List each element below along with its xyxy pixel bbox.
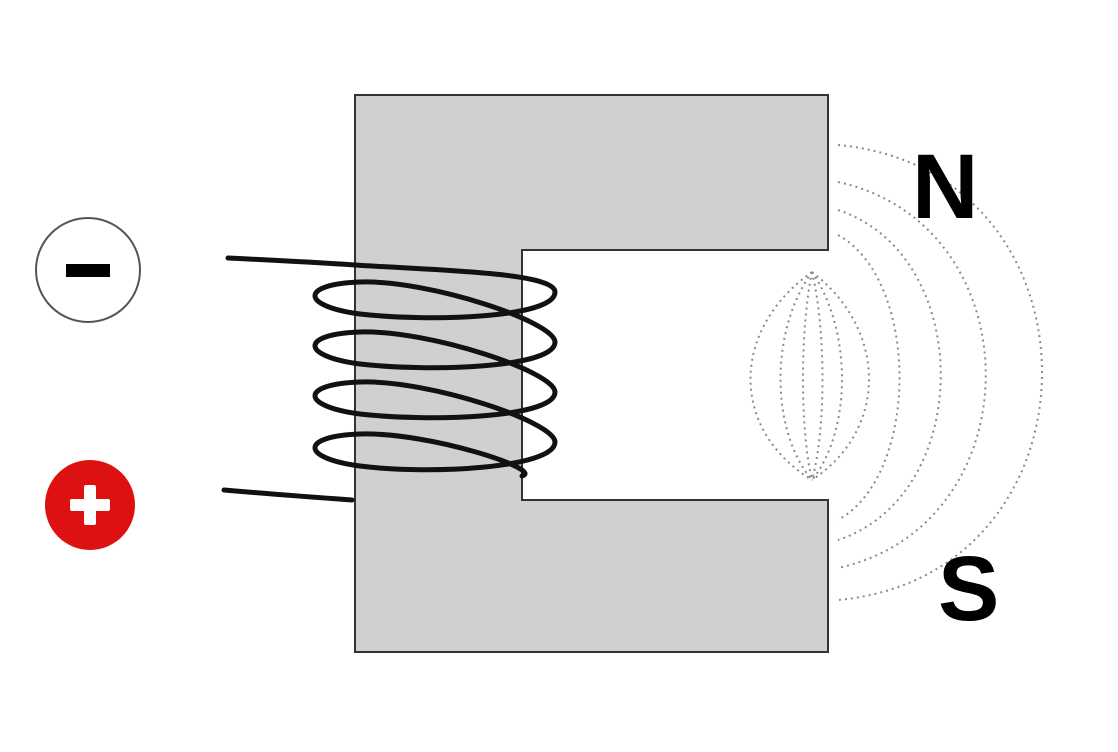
iron-core (354, 94, 829, 653)
positive-lead-wire (221, 487, 355, 503)
north-pole-label: N (912, 136, 978, 238)
outer-field-line (837, 144, 1043, 601)
outer-field-line (837, 181, 987, 569)
minus-sign-icon (66, 264, 110, 277)
positive-terminal (45, 460, 135, 550)
gap-field-line (802, 271, 813, 481)
gap-field-line (811, 271, 824, 481)
south-pole-label: S (938, 538, 999, 640)
gap-field-line (749, 271, 813, 481)
plus-sign-icon-vertical (84, 485, 96, 525)
gap-field-line (811, 271, 843, 481)
gap-field-line (811, 271, 870, 481)
negative-lead-wire (225, 255, 358, 268)
magnetic-field-lines (749, 144, 1043, 601)
wire-coil (221, 255, 558, 503)
outer-field-line (837, 234, 901, 521)
coil-turns (312, 262, 558, 479)
negative-terminal (35, 217, 141, 323)
outer-field-line (837, 209, 942, 541)
